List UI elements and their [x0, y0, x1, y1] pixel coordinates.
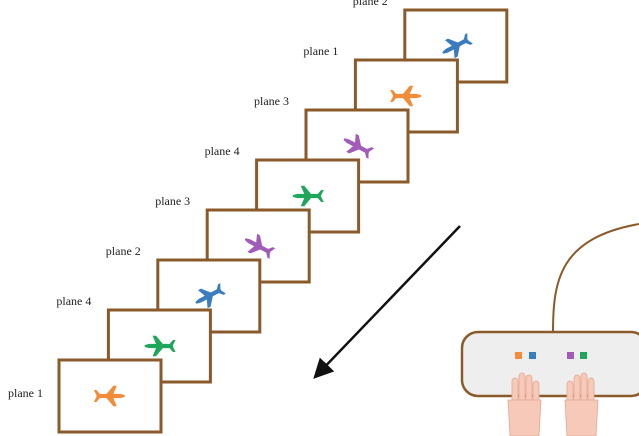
trial-label: plane 2: [353, 0, 388, 8]
response-device: [460, 223, 639, 436]
time-arrow: [313, 225, 461, 379]
key-blue: [529, 352, 536, 359]
trial-label: plane 3: [254, 94, 289, 108]
trial-label: plane 4: [56, 294, 91, 308]
key-green: [580, 352, 587, 359]
key-purple: [567, 352, 574, 359]
trial-frames: plane 2 plane 1 plane 3 plane 4 plane 3 plane…: [8, 0, 509, 434]
trial-label: plane 3: [155, 194, 190, 208]
trial-label: plane 4: [205, 144, 240, 158]
left-hand: [507, 372, 542, 436]
key-orange: [515, 352, 522, 359]
trial-label: plane 1: [303, 44, 338, 58]
trial-label: plane 2: [106, 244, 141, 258]
trial-frame: plane 1: [8, 358, 163, 434]
device-cable: [552, 223, 639, 333]
response-box: [460, 330, 639, 398]
trial-label: plane 1: [8, 386, 43, 400]
right-hand: [564, 372, 599, 436]
